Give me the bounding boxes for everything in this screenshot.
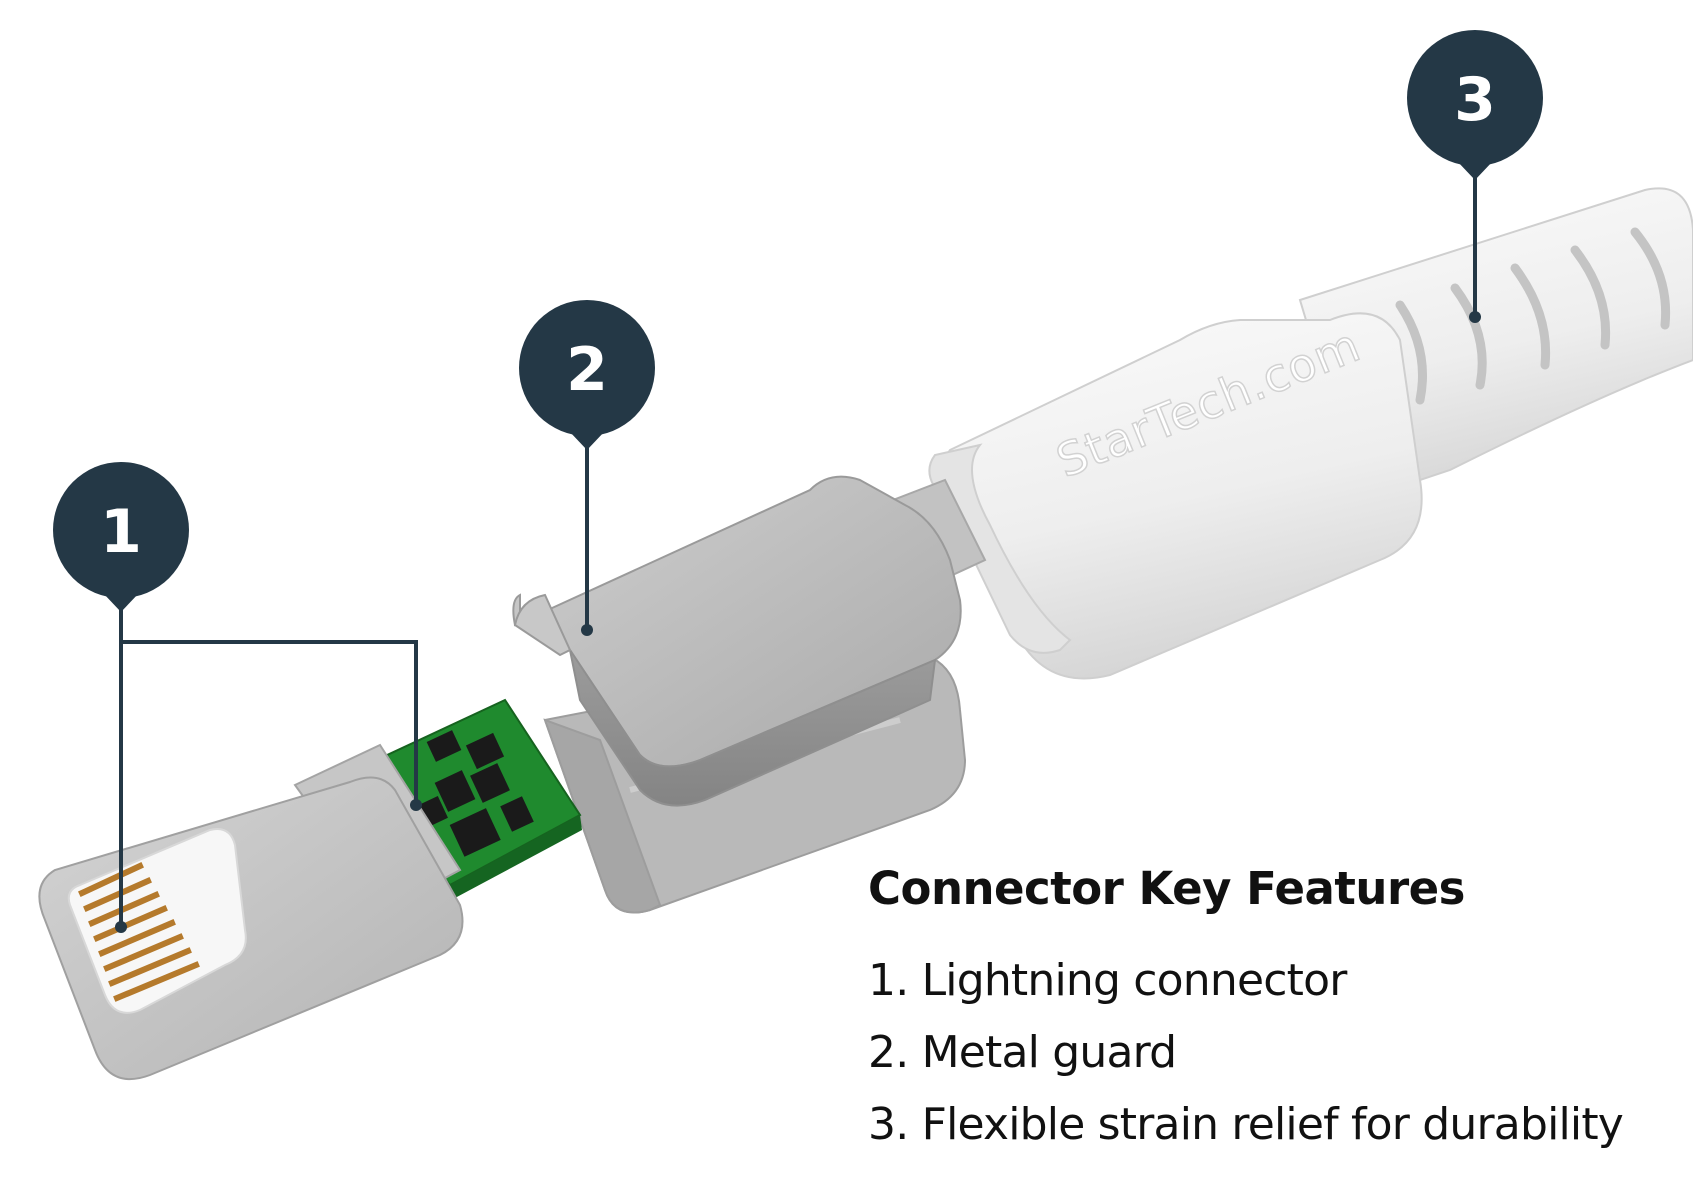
features-title: Connector Key Features <box>868 862 1465 915</box>
callout-2: 2 <box>519 300 655 450</box>
lightning-connector <box>38 743 464 1080</box>
metal-guard <box>512 475 962 807</box>
callout-number-2: 2 <box>566 335 608 405</box>
callout-number-3: 3 <box>1454 65 1496 135</box>
strain-relief-cable: StarTech.com <box>928 187 1693 680</box>
pcb-board <box>353 698 582 898</box>
callout-leaders <box>119 160 1477 927</box>
features-panel: Connector Key Features 1. Lightning conn… <box>868 862 1688 1161</box>
feature-item: 1. Lightning connector <box>868 955 1347 1006</box>
pcb-chips <box>416 730 534 857</box>
callout-3: 3 <box>1407 30 1543 180</box>
callout-number-1: 1 <box>100 497 142 567</box>
callout-dots <box>115 311 1481 933</box>
lightning-contacts <box>78 862 200 1002</box>
metal-guard-side <box>569 649 937 807</box>
strain-relief-ribs <box>1395 227 1671 405</box>
leader-1-pcb <box>121 640 418 805</box>
feature-item: 3. Flexible strain relief for durability <box>868 1099 1624 1150</box>
feature-item: 2. Metal guard <box>868 1027 1177 1078</box>
features-list: 1. Lightning connector 2. Metal guard 3.… <box>868 945 1688 1161</box>
callout-1: 1 <box>53 462 189 612</box>
